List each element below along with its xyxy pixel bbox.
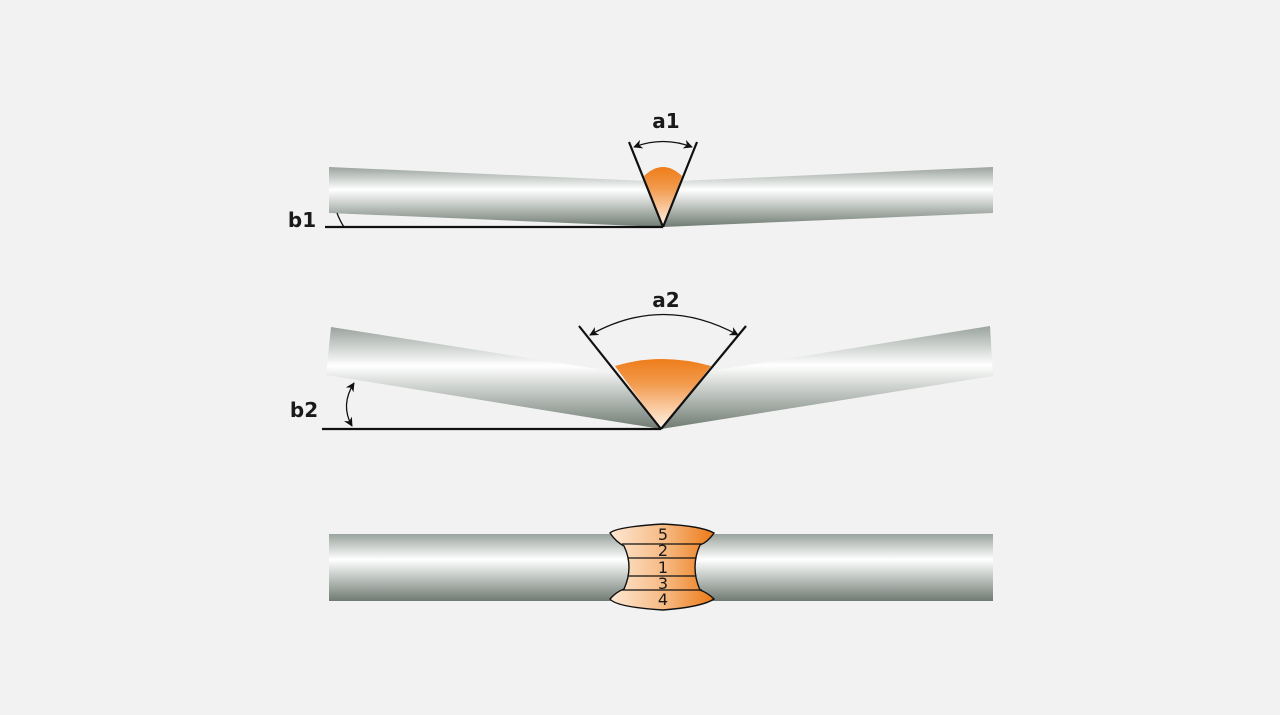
top-diagram: a1 b1	[288, 109, 993, 232]
top-right-pipe	[663, 167, 993, 227]
middle-base-label: b2	[290, 398, 318, 422]
middle-weld-bead	[615, 359, 711, 429]
middle-right-pipe	[661, 326, 993, 429]
bottom-pass-label: 2	[658, 541, 668, 560]
top-groove-right-line	[661, 141, 699, 228]
top-base-angle-arc	[336, 212, 345, 228]
middle-angle-label: a2	[652, 288, 679, 312]
middle-base-angle-arc	[343, 382, 355, 427]
top-angle-label: a1	[652, 109, 679, 133]
middle-groove-left-line	[578, 325, 662, 430]
middle-diagram: a2 b2	[290, 288, 993, 431]
top-base-label: b1	[288, 208, 316, 232]
top-weld-bead	[644, 167, 682, 227]
top-left-pipe	[329, 167, 663, 227]
bottom-pass-label: 1	[658, 558, 668, 577]
bottom-pass-label: 5	[658, 525, 668, 544]
middle-groove-right-line	[660, 325, 747, 430]
middle-angle-arc	[589, 313, 739, 336]
top-groove-left-line	[627, 141, 665, 228]
bottom-pass-label: 3	[658, 574, 668, 593]
middle-left-pipe	[326, 327, 661, 429]
top-angle-arc	[633, 139, 693, 149]
bottom-diagram: 5 2 1 3 4	[329, 523, 993, 611]
bottom-pass-label: 4	[658, 590, 668, 609]
